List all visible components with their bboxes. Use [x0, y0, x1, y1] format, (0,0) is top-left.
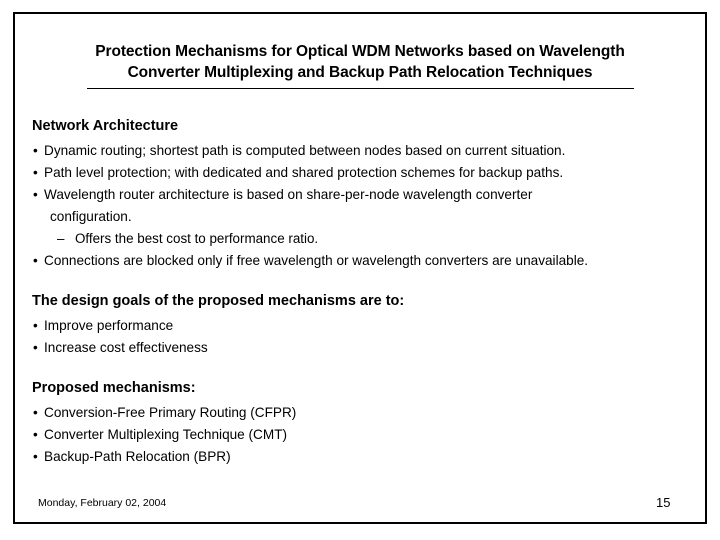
footer-date: Monday, February 02, 2004	[38, 497, 167, 509]
list-item-text: Dynamic routing; shortest path is comput…	[44, 143, 566, 158]
bullet-marker-icon: •	[33, 427, 38, 442]
title-underline-rule	[87, 88, 634, 89]
bullet-marker-icon: •	[33, 340, 38, 355]
bullet-marker-icon: •	[33, 187, 38, 202]
section-heading: The design goals of the proposed mechani…	[32, 293, 405, 309]
section-design-goals: The design goals of the proposed mechani…	[32, 292, 694, 359]
list-item-text: Connections are blocked only if free wav…	[44, 253, 589, 268]
list-item: • Increase cost effectiveness	[32, 337, 694, 359]
list-item: • Path level protection; with dedicated …	[32, 162, 694, 184]
list-item: • Connections are blocked only if free w…	[32, 250, 694, 272]
list-item-text: Increase cost effectiveness	[44, 340, 208, 355]
slide-border-frame	[13, 12, 707, 524]
list-item: • Improve performance	[32, 315, 694, 337]
list-item: • Converter Multiplexing Technique (CMT)	[32, 424, 694, 446]
section-heading: Proposed mechanisms:	[32, 380, 196, 396]
spacer	[32, 359, 694, 379]
bullet-marker-icon: •	[33, 165, 38, 180]
list-item-text: Conversion-Free Primary Routing (CFPR)	[44, 405, 297, 420]
list-item: • Dynamic routing; shortest path is comp…	[32, 140, 694, 162]
section-heading: Network Architecture	[32, 118, 179, 134]
list-item-text: Backup-Path Relocation (BPR)	[44, 449, 231, 464]
bullet-list: • Dynamic routing; shortest path is comp…	[32, 140, 694, 272]
bullet-marker-icon: •	[33, 253, 38, 268]
list-item-text: Path level protection; with dedicated an…	[44, 165, 564, 180]
bullet-marker-icon: •	[33, 318, 38, 333]
slide-body: Network Architecture • Dynamic routing; …	[32, 117, 694, 468]
bullet-list: • Conversion-Free Primary Routing (CFPR)…	[32, 402, 694, 468]
section-proposed-mechanisms: Proposed mechanisms: • Conversion-Free P…	[32, 379, 694, 468]
section-network-architecture: Network Architecture • Dynamic routing; …	[32, 117, 694, 272]
list-item: • Wavelength router architecture is base…	[32, 184, 694, 206]
list-item-text: Converter Multiplexing Technique (CMT)	[44, 427, 288, 442]
list-item: • Backup-Path Relocation (BPR)	[32, 446, 694, 468]
bullet-marker-icon: •	[33, 405, 38, 420]
title-line-1: Protection Mechanisms for Optical WDM Ne…	[95, 43, 625, 60]
bullet-list: • Improve performance • Increase cost ef…	[32, 315, 694, 359]
bullet-marker-icon: •	[33, 449, 38, 464]
list-item-text: Wavelength router architecture is based …	[44, 187, 533, 202]
list-item: • Conversion-Free Primary Routing (CFPR)	[32, 402, 694, 424]
list-item-text: Improve performance	[44, 318, 174, 333]
list-item-continuation: configuration.	[50, 209, 132, 224]
bullet-marker-icon: •	[33, 143, 38, 158]
sub-list-item-text: Offers the best cost to performance rati…	[75, 231, 319, 246]
sub-list-item: – Offers the best cost to performance ra…	[32, 228, 694, 250]
footer-page-number: 15	[656, 495, 671, 510]
slide-title: Protection Mechanisms for Optical WDM Ne…	[40, 41, 680, 83]
dash-marker-icon: –	[57, 231, 65, 246]
spacer	[32, 272, 694, 292]
title-line-2: Converter Multiplexing and Backup Path R…	[127, 64, 593, 81]
